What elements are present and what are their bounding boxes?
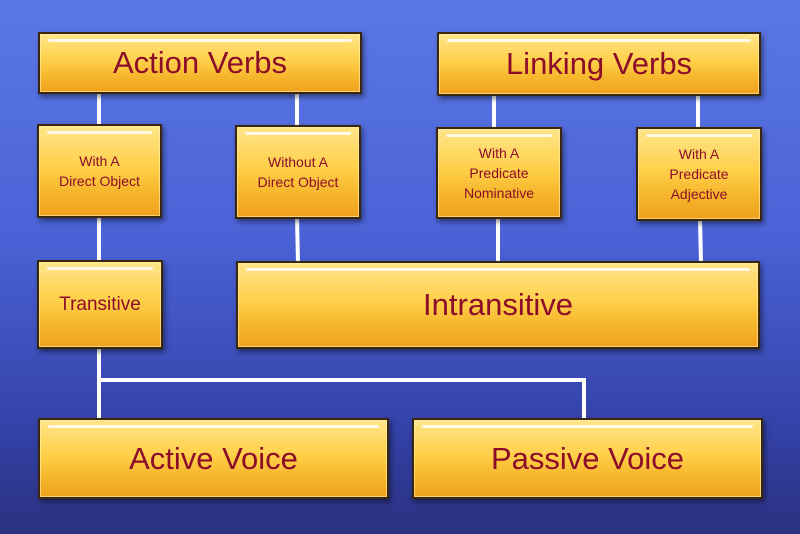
intransitive-label: Intransitive — [423, 287, 573, 322]
without-direct-object-box: Without A Direct Object — [235, 125, 361, 219]
with-predicate-adjective-box: With A Predicate Adjective — [636, 127, 762, 221]
with-predicate-nominative-label: With A Predicate Nominative — [463, 145, 535, 201]
action-verbs-box: Action Verbs — [38, 32, 362, 94]
transitive-box: Transitive — [37, 260, 163, 349]
with-direct-object-label: With A Direct Object — [59, 153, 140, 189]
passive-voice-box: Passive Voice — [412, 418, 763, 499]
connector-transitive-to-passive — [99, 378, 586, 420]
passive-voice-label: Passive Voice — [491, 440, 684, 476]
with-predicate-adjective-label: With A Predicate Adjective — [669, 146, 729, 202]
action-verbs-label: Action Verbs — [112, 45, 288, 80]
with-predicate-nominative-box: With A Predicate Nominative — [436, 127, 562, 219]
active-voice-label: Active Voice — [129, 440, 298, 476]
transitive-label: Transitive — [59, 293, 141, 315]
intransitive-box: Intransitive — [236, 261, 760, 349]
linking-verbs-box: Linking Verbs — [437, 32, 761, 96]
active-voice-box: Active Voice — [38, 418, 389, 499]
connector-without-to-intransitive — [295, 216, 300, 264]
with-direct-object-box: With A Direct Object — [37, 124, 162, 218]
connector-adjective-to-intransitive — [698, 218, 703, 264]
linking-verbs-label: Linking Verbs — [505, 46, 693, 81]
without-direct-object-label: Without A Direct Object — [257, 154, 339, 190]
